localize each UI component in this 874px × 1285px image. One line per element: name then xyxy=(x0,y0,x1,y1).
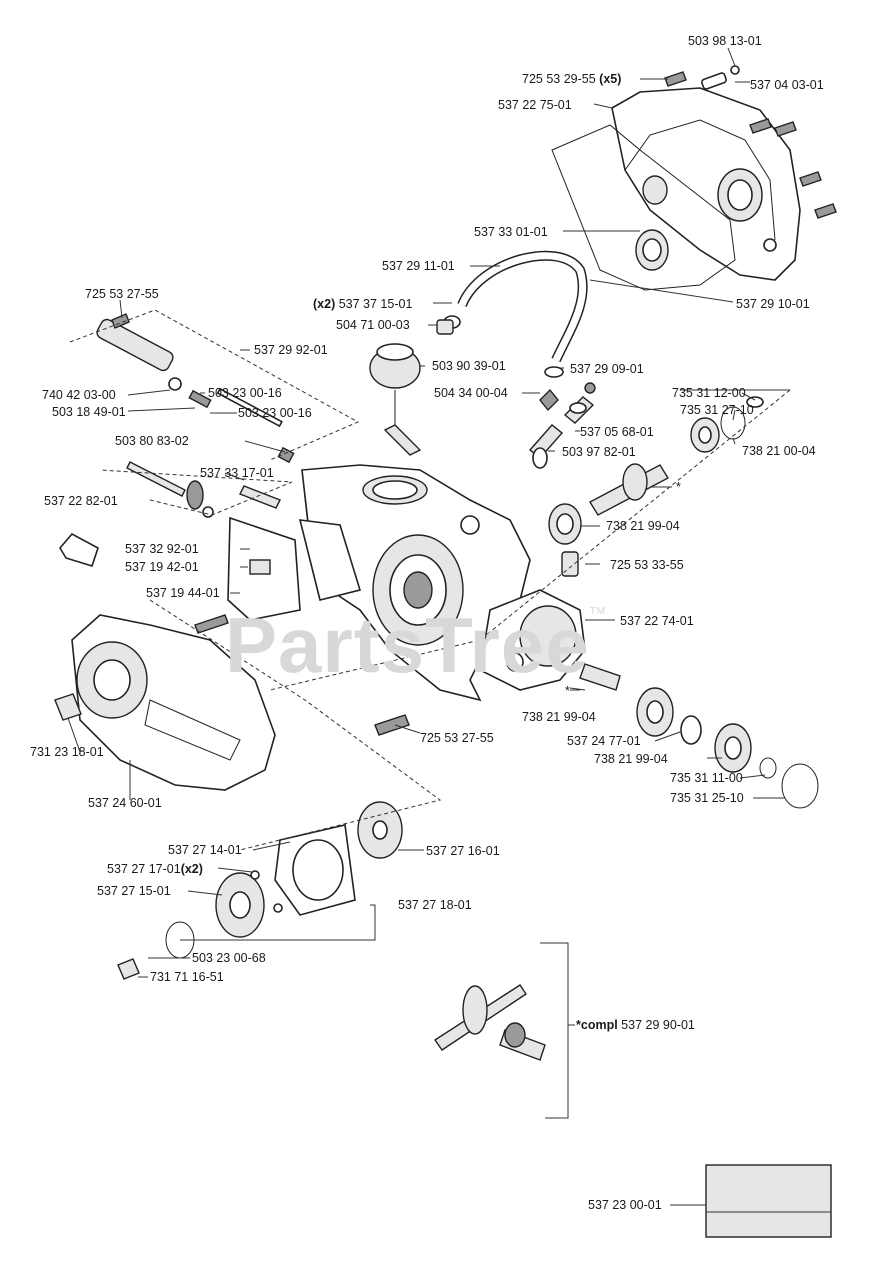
gear-set xyxy=(434,984,546,1061)
part-number: 537 37 15-01 xyxy=(338,297,413,311)
part-label-503808302: 503 80 83-02 xyxy=(115,434,189,448)
star-note: * xyxy=(676,480,681,494)
part-label-503981301: 503 98 13-01 xyxy=(688,34,762,48)
watermark-text: PartsTree xyxy=(225,601,590,689)
part-label-735312510: 735 31 25-10 xyxy=(670,791,744,805)
part-label-725533355: 725 53 33-55 xyxy=(610,558,684,572)
part-label-537246001: 537 24 60-01 xyxy=(88,796,162,810)
cover-assembly xyxy=(551,65,837,291)
part-label-537299201: 537 29 92-01 xyxy=(254,343,328,357)
part-label-504710003: 504 71 00-03 xyxy=(336,318,410,332)
part-label-503184901: 503 18 49-01 xyxy=(52,405,126,419)
part-label-537228201: 537 22 82-01 xyxy=(44,494,118,508)
part-label-537227501: 537 22 75-01 xyxy=(498,98,572,112)
filter-pad xyxy=(705,1164,832,1238)
main-housing xyxy=(301,464,586,702)
compl-prefix: *compl xyxy=(576,1018,618,1032)
clutch-parts xyxy=(117,714,410,980)
part-label-738219904-b: 738 21 99-04 xyxy=(522,710,596,724)
part-label-537299001: *compl 537 29 90-01 xyxy=(576,1018,695,1032)
part-label-725532755-top: 725 53 27-55 xyxy=(85,287,159,301)
tank-cap xyxy=(369,343,422,456)
leader-lines xyxy=(67,47,791,1206)
hose xyxy=(436,250,588,378)
part-number: 537 29 90-01 xyxy=(621,1018,695,1032)
quantity: (x2) xyxy=(313,297,336,311)
part-label-738219904-a: 738 21 99-04 xyxy=(606,519,680,533)
quantity: (x5) xyxy=(599,72,622,86)
part-label-537227401: 537 22 74-01 xyxy=(620,614,694,628)
part-label-735311200: 735 31 12-00 xyxy=(672,386,746,400)
part-label-725532955: 725 53 29-55 (x5) xyxy=(522,72,621,86)
screws-x5 xyxy=(664,71,837,219)
part-label-537331701: 537 33 17-01 xyxy=(200,466,274,480)
part-label-537247701: 537 24 77-01 xyxy=(567,734,641,748)
part-number: 537 27 17-01 xyxy=(107,862,181,876)
part-label-537194401: 537 19 44-01 xyxy=(146,586,220,600)
part-number: 725 53 29-55 xyxy=(522,72,596,86)
right-parts xyxy=(528,382,819,809)
part-label-537194201: 537 19 42-01 xyxy=(125,560,199,574)
part-label-740420300: 740 42 03-00 xyxy=(42,388,116,402)
plates-guard xyxy=(54,485,362,791)
part-label-738210004: 738 21 00-04 xyxy=(742,444,816,458)
part-label-537230001: 537 23 00-01 xyxy=(588,1198,662,1212)
part-label-503230068: 503 23 00-68 xyxy=(192,951,266,965)
part-label-537329201: 537 32 92-01 xyxy=(125,542,199,556)
part-label-735312710: 735 31 27-10 xyxy=(680,403,754,417)
part-label-738219904-c: 738 21 99-04 xyxy=(594,752,668,766)
star-note-lower: * xyxy=(565,684,570,698)
part-label-503978201: 503 97 82-01 xyxy=(562,445,636,459)
part-label-537291001: 537 29 10-01 xyxy=(736,297,810,311)
part-label-503230016-b: 503 23 00-16 xyxy=(238,406,312,420)
part-label-731231801: 731 23 18-01 xyxy=(30,745,104,759)
part-label-735311100: 735 31 11-00 xyxy=(670,771,743,785)
part-label-537271501: 537 27 15-01 xyxy=(97,884,171,898)
part-label-537271801: 537 27 18-01 xyxy=(398,898,472,912)
part-label-537056801: 537 05 68-01 xyxy=(580,425,654,439)
part-label-503230016-a: 503 23 00-16 xyxy=(208,386,282,400)
part-label-537291101: 537 29 11-01 xyxy=(382,259,455,273)
watermark-tm: TM xyxy=(589,606,607,617)
part-label-537371501: (x2) 537 37 15-01 xyxy=(313,297,412,311)
part-label-537271601: 537 27 16-01 xyxy=(426,844,500,858)
part-label-537040301: 537 04 03-01 xyxy=(750,78,824,92)
part-label-503903901: 503 90 39-01 xyxy=(432,359,506,373)
part-label-537290901: 537 29 09-01 xyxy=(570,362,644,376)
part-label-537271401: 537 27 14-01 xyxy=(168,843,242,857)
part-label-725532755-lower: 725 53 27-55 xyxy=(420,731,494,745)
quantity: (x2) xyxy=(180,862,203,876)
part-label-504340004: 504 34 00-04 xyxy=(434,386,508,400)
part-label-731711651: 731 71 16-51 xyxy=(150,970,224,984)
watermark: PartsTreeTM xyxy=(225,600,606,691)
part-label-537330101: 537 33 01-01 xyxy=(474,225,548,239)
part-label-537271701: 537 27 17-01(x2) xyxy=(107,862,203,876)
